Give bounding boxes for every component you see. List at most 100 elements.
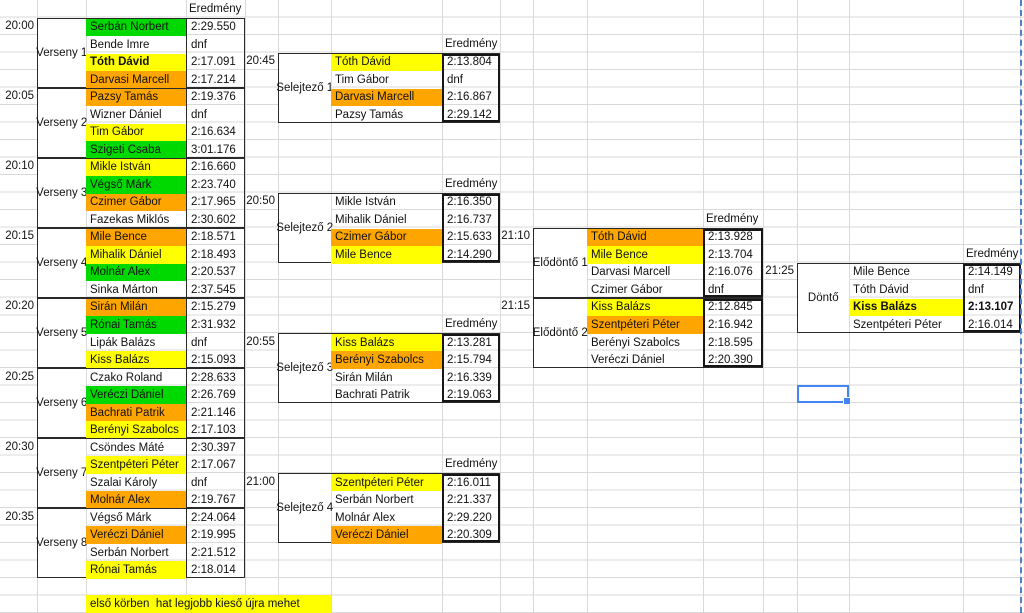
result-cell[interactable]: dnf bbox=[191, 108, 207, 121]
result-cell[interactable]: dnf bbox=[191, 38, 207, 51]
time-cell[interactable]: 20:25 bbox=[5, 370, 34, 383]
result-cell[interactable]: dnf bbox=[191, 336, 207, 349]
competitor-cell[interactable]: Szentpéteri Péter bbox=[587, 316, 703, 334]
result-cell[interactable]: 2:30.397 bbox=[191, 441, 236, 454]
time-cell[interactable]: 21:10 bbox=[501, 230, 530, 243]
result-column-header[interactable]: Eredmény bbox=[445, 458, 498, 471]
competitor-cell[interactable]: Mikle István bbox=[335, 196, 396, 209]
result-cell[interactable]: 2:16.737 bbox=[447, 213, 492, 226]
result-cell[interactable]: dnf bbox=[968, 283, 984, 296]
result-cell[interactable]: 2:17.103 bbox=[191, 424, 236, 437]
bracket-label[interactable]: Elődöntő 2 bbox=[533, 298, 588, 367]
competitor-cell[interactable]: Rónai Tamás bbox=[86, 561, 186, 579]
result-cell[interactable]: 2:20.390 bbox=[708, 354, 753, 367]
result-cell[interactable]: 2:24.064 bbox=[191, 511, 236, 524]
result-cell[interactable]: 2:13.704 bbox=[708, 248, 753, 261]
result-cell[interactable]: 2:13.804 bbox=[447, 56, 492, 69]
competitor-cell[interactable]: Veréczi Dániel bbox=[331, 526, 442, 544]
competitor-cell[interactable]: Darvasi Marcell bbox=[331, 88, 442, 107]
bracket-label[interactable]: Verseny 3 bbox=[36, 158, 87, 227]
competitor-cell[interactable]: Berényi Szabolcs bbox=[86, 421, 186, 439]
competitor-cell[interactable]: Bachrati Patrik bbox=[86, 403, 186, 422]
result-column-header[interactable]: Eredmény bbox=[445, 37, 498, 50]
competitor-cell[interactable]: Mile Bence bbox=[331, 246, 442, 264]
competitor-cell[interactable]: Tim Gábor bbox=[86, 123, 186, 142]
result-cell[interactable]: dnf bbox=[447, 73, 463, 86]
result-cell[interactable]: 2:37.545 bbox=[191, 283, 236, 296]
result-cell[interactable]: 2:20.537 bbox=[191, 266, 236, 279]
result-cell[interactable]: 2:17.067 bbox=[191, 459, 236, 472]
competitor-cell[interactable]: Tim Gábor bbox=[335, 73, 389, 86]
result-cell[interactable]: 2:12.845 bbox=[708, 301, 753, 314]
bracket-label[interactable]: Verseny 4 bbox=[36, 228, 87, 297]
result-cell[interactable]: 2:19.376 bbox=[191, 91, 236, 104]
competitor-cell[interactable]: Veréczi Dániel bbox=[86, 526, 186, 544]
result-cell[interactable]: 2:21.512 bbox=[191, 546, 236, 559]
bracket-label[interactable]: Döntő bbox=[798, 263, 849, 332]
result-cell[interactable]: 2:26.769 bbox=[191, 389, 236, 402]
time-cell[interactable]: 21:00 bbox=[246, 475, 275, 488]
competitor-cell[interactable]: Mikle István bbox=[86, 158, 186, 177]
time-cell[interactable]: 20:00 bbox=[5, 20, 34, 33]
competitor-cell[interactable]: Pazsy Tamás bbox=[86, 88, 186, 107]
result-cell[interactable]: 2:17.965 bbox=[191, 196, 236, 209]
competitor-cell[interactable]: Czimer Gábor bbox=[331, 228, 442, 247]
result-cell[interactable]: 2:16.339 bbox=[447, 371, 492, 384]
competitor-cell[interactable]: Kiss Balázs bbox=[331, 333, 442, 352]
bracket-label[interactable]: Selejtező 1 bbox=[276, 53, 333, 122]
competitor-cell[interactable]: Sirán Milán bbox=[335, 371, 393, 384]
competitor-cell[interactable]: Czimer Gábor bbox=[591, 283, 663, 296]
competitor-cell[interactable]: Szalai Károly bbox=[90, 476, 158, 489]
competitor-cell[interactable]: Szentpéteri Péter bbox=[331, 473, 442, 492]
competitor-cell[interactable]: Serbán Norbert bbox=[90, 546, 169, 559]
result-cell[interactable]: 2:30.602 bbox=[191, 213, 236, 226]
time-cell[interactable]: 20:50 bbox=[246, 195, 275, 208]
result-cell[interactable]: 2:29.220 bbox=[447, 511, 492, 524]
time-cell[interactable]: 20:05 bbox=[5, 90, 34, 103]
result-cell[interactable]: 2:16.660 bbox=[191, 161, 236, 174]
bracket-label[interactable]: Verseny 1 bbox=[36, 18, 87, 87]
time-cell[interactable]: 20:45 bbox=[246, 55, 275, 68]
result-cell[interactable]: 2:17.091 bbox=[191, 56, 236, 69]
competitor-cell[interactable]: Kiss Balázs bbox=[587, 298, 703, 317]
bracket-label[interactable]: Selejtező 2 bbox=[276, 193, 333, 262]
result-cell[interactable]: 2:14.149 bbox=[968, 266, 1013, 279]
bracket-label[interactable]: Verseny 7 bbox=[36, 438, 87, 507]
competitor-cell[interactable]: Végső Márk bbox=[86, 176, 186, 194]
competitor-cell[interactable]: Kiss Balázs bbox=[86, 351, 186, 369]
result-cell[interactable]: 3:01.176 bbox=[191, 143, 236, 156]
competitor-cell[interactable]: Sinka Márton bbox=[90, 283, 158, 296]
result-cell[interactable]: 2:18.595 bbox=[708, 336, 753, 349]
time-cell[interactable]: 20:55 bbox=[246, 335, 275, 348]
result-cell[interactable]: 2:21.337 bbox=[447, 494, 492, 507]
competitor-cell[interactable]: Czimer Gábor bbox=[86, 193, 186, 212]
competitor-cell[interactable]: Mihalik Dániel bbox=[86, 246, 186, 264]
result-cell[interactable]: 2:15.633 bbox=[447, 231, 492, 244]
result-cell[interactable]: 2:15.279 bbox=[191, 301, 236, 314]
result-cell[interactable]: 2:21.146 bbox=[191, 406, 236, 419]
time-cell[interactable]: 20:20 bbox=[5, 300, 34, 313]
selected-cell[interactable] bbox=[797, 385, 851, 405]
result-column-header[interactable]: Eredmény bbox=[445, 177, 498, 190]
result-cell[interactable]: 2:20.309 bbox=[447, 529, 492, 542]
result-cell[interactable]: 2:13.928 bbox=[708, 231, 753, 244]
result-cell[interactable]: 2:16.634 bbox=[191, 126, 236, 139]
time-cell[interactable]: 20:35 bbox=[5, 510, 34, 523]
competitor-cell[interactable]: Veréczi Dániel bbox=[86, 386, 186, 404]
competitor-cell[interactable]: Fazekas Miklós bbox=[90, 213, 170, 226]
result-cell[interactable]: 2:15.794 bbox=[447, 354, 492, 367]
result-cell[interactable]: 2:16.011 bbox=[447, 476, 491, 489]
competitor-cell[interactable]: Sirán Milán bbox=[86, 298, 186, 317]
result-cell[interactable]: 2:18.493 bbox=[191, 248, 236, 261]
result-cell[interactable]: 2:13.281 bbox=[447, 336, 492, 349]
result-column-header[interactable]: Eredmény bbox=[445, 318, 498, 330]
competitor-cell[interactable]: Veréczi Dániel bbox=[591, 354, 665, 367]
result-cell[interactable]: 2:18.014 bbox=[191, 564, 236, 577]
competitor-cell[interactable]: Szentpéteri Péter bbox=[86, 456, 186, 474]
result-cell[interactable]: 2:16.942 bbox=[708, 318, 753, 331]
result-cell[interactable]: 2:28.633 bbox=[191, 371, 236, 384]
selection-fill-handle-icon[interactable] bbox=[843, 396, 851, 405]
bracket-label[interactable]: Verseny 8 bbox=[36, 508, 87, 577]
competitor-cell[interactable]: Bachrati Patrik bbox=[335, 389, 410, 402]
competitor-cell[interactable]: Tóth Dávid bbox=[587, 228, 703, 247]
